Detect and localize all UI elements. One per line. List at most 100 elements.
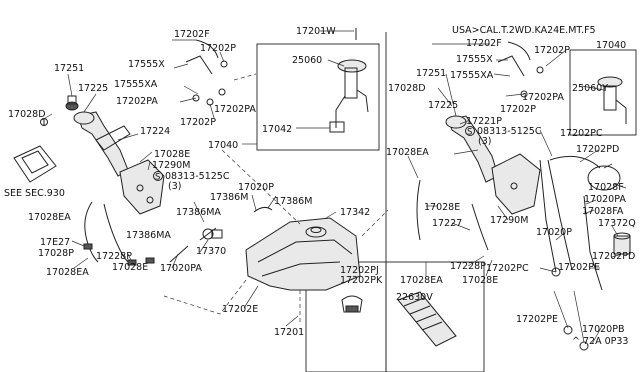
r-s-symbol-icon	[465, 126, 475, 136]
part-label-08313: 08313-5125C	[165, 171, 230, 182]
part-label-17202PA-2: 17202PA	[214, 104, 256, 115]
assembly-dashed-line	[361, 209, 389, 237]
part-label-r17202P: 17202P	[534, 45, 570, 56]
hose-loop-part	[587, 165, 621, 191]
fuel-tank-part	[245, 217, 361, 291]
rod-part	[169, 245, 189, 263]
assembly-dashed-line	[233, 73, 257, 81]
part-label-17202PK: 17202PK	[340, 275, 383, 286]
part-label-17202P: 17202P	[200, 43, 236, 54]
part-label-qty-3: (3)	[168, 181, 181, 192]
hose-clamp-part	[83, 243, 93, 250]
part-label-r17227: 17227	[432, 218, 462, 229]
part-label-r17228P: 17228P	[450, 261, 486, 272]
diagram-code: ^ 72A 0P33	[572, 336, 628, 347]
right-hose-part	[471, 203, 489, 251]
part-label-17028D: 17028D	[8, 109, 46, 120]
right-sender-inset-frame	[569, 49, 637, 136]
right-fuel-line-part	[549, 155, 601, 169]
part-label-r17290M: 17290M	[490, 215, 528, 226]
part-label-r17020PA: 17020PA	[584, 194, 626, 205]
left-part-labels: 17202F 17202P 17201W 17251 17555X 25060 …	[4, 26, 383, 338]
hose-clamp-part	[145, 257, 155, 264]
part-label-r17202F: 17202F	[466, 38, 502, 49]
right-sender-unit-part	[597, 76, 627, 124]
leader-lines	[41, 30, 627, 345]
filler-cap-part	[65, 95, 79, 111]
part-label-17370: 17370	[196, 246, 226, 257]
part-label-25060: 25060	[292, 55, 322, 66]
protector-part	[119, 159, 165, 215]
part-label-r17372Q: 17372Q	[598, 218, 636, 229]
part-label-17028EA: 17028EA	[28, 212, 71, 223]
part-label-r17202PD-2: 17202PD	[592, 251, 635, 262]
part-label-r17202PD: 17202PD	[576, 144, 619, 155]
part-label-17202PJ: 17202PJ	[340, 265, 379, 276]
part-label-17228P: 17228P	[96, 251, 132, 262]
part-label-17201W: 17201W	[296, 26, 336, 37]
part-label-17555XA: 17555XA	[114, 79, 158, 90]
right-fuel-line-part	[547, 159, 573, 271]
right-part-labels: 17202F 17040 17202P 17555X 17251 17555XA…	[386, 38, 636, 347]
connector-part	[211, 229, 223, 239]
check-valve-part	[199, 227, 217, 241]
clip-part	[341, 295, 363, 313]
part-label-r17202PE-2: 17202PE	[516, 314, 558, 325]
part-label-r17028FA: 17028FA	[582, 206, 624, 217]
part-label-17201: 17201	[274, 327, 304, 338]
fuel-filter-part	[397, 291, 457, 347]
s-symbol-icon	[153, 171, 163, 181]
part-label-r17040: 17040	[596, 40, 626, 51]
part-label-r17202P-2: 17202P	[500, 104, 536, 115]
part-label-r17028E-2: 17028E	[462, 275, 498, 286]
part-label-17028P: 17028P	[38, 248, 74, 259]
part-label-17E27: 17E27	[40, 237, 70, 248]
part-label-17020P: 17020P	[238, 182, 274, 193]
filler-neck-part	[73, 111, 131, 177]
small-hose-part	[253, 206, 273, 213]
part-label-r17028F: 17028F	[588, 182, 624, 193]
part-label-r-qty-3: (3)	[478, 136, 491, 147]
part-label-17202E: 17202E	[222, 304, 258, 315]
sender-unit-inset-frame	[256, 43, 380, 151]
right-fuel-line-part	[583, 195, 603, 291]
part-label-17342: 17342	[340, 207, 370, 218]
part-label-r08313: 08313-5125C	[477, 126, 542, 137]
part-label-17028EA-2: 17028EA	[46, 267, 89, 278]
part-label-17224: 17224	[140, 126, 170, 137]
r-s-symbol-glyph: S	[467, 128, 472, 138]
hose-clamp-part	[127, 259, 137, 266]
part-label-22630V: 22630V	[396, 292, 433, 303]
part-label-r17202PA: 17202PA	[522, 92, 564, 103]
right-fuel-line-part	[539, 159, 557, 273]
part-label-r17555XA: 17555XA	[450, 70, 494, 81]
part-label-17386M: 17386M	[210, 192, 248, 203]
part-label-r17202PE: 17202PE	[558, 262, 600, 273]
hose-part	[103, 203, 129, 263]
canister-part	[613, 232, 631, 255]
assembly-dashed-line	[221, 149, 301, 225]
part-label-r17028D: 17028D	[388, 83, 426, 94]
see-section-label: SEE SEC.930	[4, 188, 65, 199]
part-label-r17221P: 17221P	[466, 116, 502, 127]
part-label-r17251: 17251	[416, 68, 446, 79]
gasket-plate-part	[13, 145, 57, 183]
part-label-17202PA: 17202PA	[116, 96, 158, 107]
part-label-r17202PC: 17202PC	[560, 128, 603, 139]
part-label-r25060Y: 25060Y	[572, 83, 608, 94]
part-label-r17020PB: 17020PB	[582, 324, 624, 335]
part-label-17020PA: 17020PA	[160, 263, 202, 274]
right-hose-part	[416, 179, 421, 241]
part-label-17555X: 17555X	[128, 59, 165, 70]
part-label-r17202PC-2: 17202PC	[486, 263, 529, 274]
part-label-17290M: 17290M	[152, 160, 190, 171]
variant-note: USA>CAL.T.2WD.KA24E.MT.F5	[452, 25, 596, 36]
part-label-17202F: 17202F	[174, 29, 210, 40]
part-label-17386M-2: 17386M	[274, 196, 312, 207]
part-label-r17020P: 17020P	[536, 227, 572, 238]
part-label-r17225: 17225	[428, 100, 458, 111]
part-label-r17028E: 17028E	[424, 202, 460, 213]
sender-unit-part	[329, 59, 369, 133]
part-label-17251: 17251	[54, 63, 84, 74]
